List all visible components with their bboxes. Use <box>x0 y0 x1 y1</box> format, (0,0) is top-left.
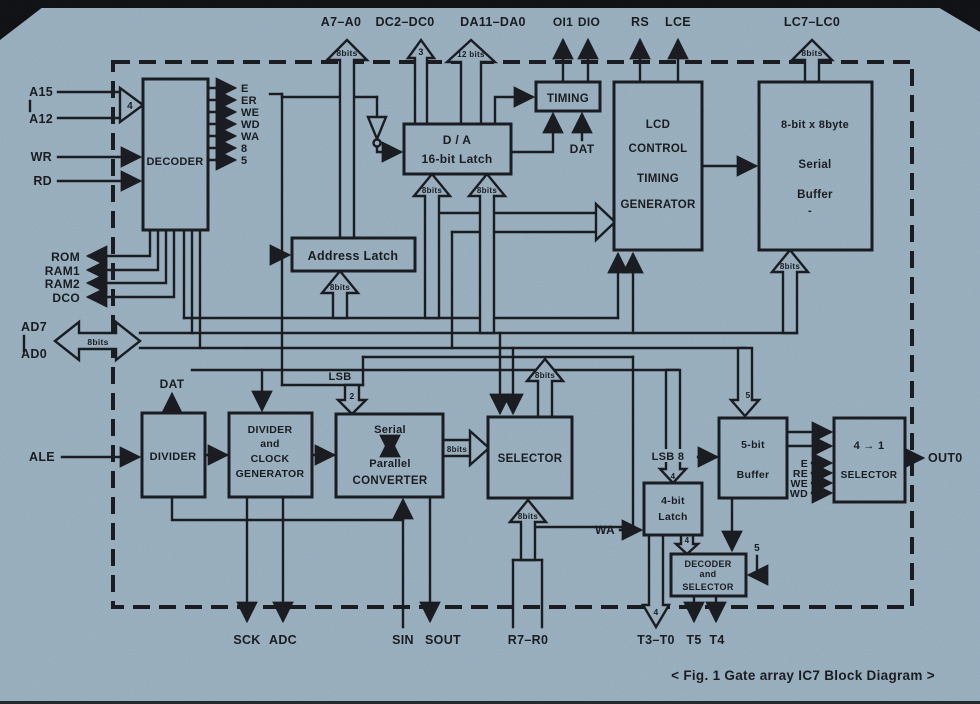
scanned-page: DECODER Address Latch D / A 16-bit Latch… <box>0 0 980 704</box>
gate-array-block-diagram: DECODER Address Latch D / A 16-bit Latch… <box>0 0 980 704</box>
scan-grain-overlay <box>0 0 980 704</box>
